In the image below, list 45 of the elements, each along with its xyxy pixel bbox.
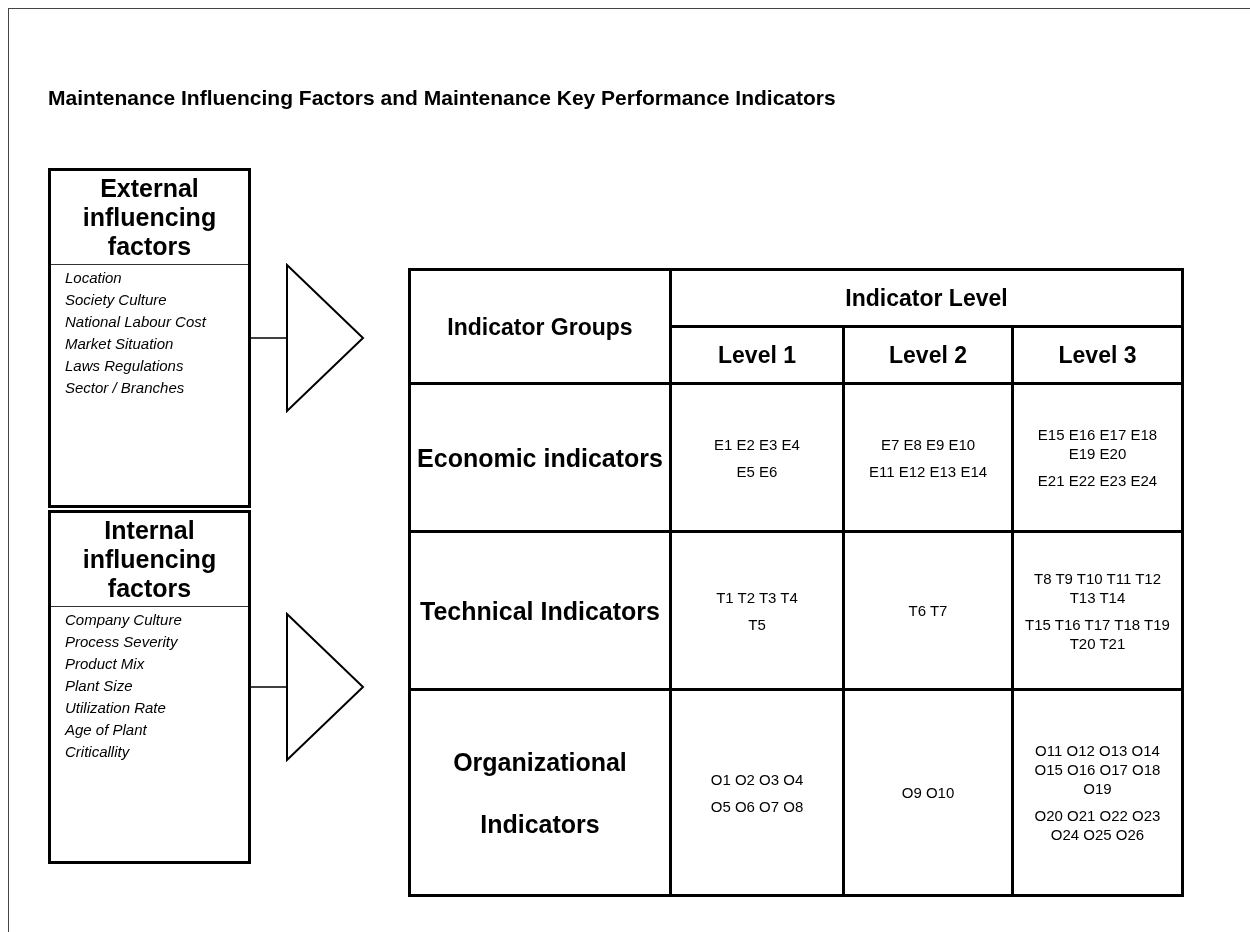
indicator-codes: T8 T9 T10 T11 T12 T13 T14 [1033, 568, 1162, 607]
factor-item: Location [65, 268, 123, 288]
factor-item: Market Situation [65, 334, 175, 354]
factor-item: Sector / Branches [65, 378, 186, 398]
column-header: Indicator Level [844, 284, 1009, 312]
indicator-codes: E1 E2 E3 E4 [713, 434, 801, 454]
indicator-codes: T6 T7 [907, 601, 949, 620]
indicator-table [408, 268, 1184, 897]
arrow [250, 613, 364, 761]
indicator-codes: O5 O6 O7 O8 [709, 796, 805, 816]
row-heading: Technical Indicators [419, 595, 661, 627]
factor-item: Product Mix [65, 654, 146, 674]
indicator-codes: E21 E22 E23 E24 [1037, 471, 1158, 490]
arrow [250, 264, 364, 412]
column-header: Level 3 [1057, 341, 1138, 369]
factor-item: Society Culture [65, 290, 168, 310]
indicator-codes: E7 E8 E9 E10 [879, 434, 977, 454]
factor-box [48, 168, 251, 508]
indicator-codes: T15 T16 T17 T18 T19 T20 T21 [1024, 614, 1171, 653]
factor-item: Process Severity [65, 632, 179, 652]
indicator-codes: E11 E12 E13 E14 [867, 461, 989, 481]
factor-item: Utilization Rate [65, 698, 167, 718]
box-heading: Internal influencing factors [51, 513, 248, 607]
indicator-codes: O9 O10 [900, 783, 956, 802]
indicator-codes: O11 O12 O13 O14 O15 O16 O17 O18 O19 [1033, 741, 1162, 798]
indicator-codes: E5 E6 [735, 461, 779, 481]
factor-item: Plant Size [65, 676, 134, 696]
column-header: Indicator Groups [446, 312, 634, 342]
indicator-codes: T1 T2 T3 T4 [715, 587, 799, 607]
factor-item: Criticallity [65, 742, 131, 762]
column-header: Level 1 [717, 341, 797, 369]
factor-box [48, 510, 251, 864]
row-heading: Organizational Indicators [452, 746, 628, 840]
indicator-codes: T5 [747, 614, 767, 634]
factor-item: Company Culture [65, 610, 183, 630]
box-heading: External influencing factors [51, 171, 248, 265]
diagram-title: Maintenance Influencing Factors and Maintenance Key Performance Indicators [48, 86, 836, 110]
factor-item: Laws Regulations [65, 356, 185, 376]
indicator-codes: O1 O2 O3 O4 [709, 769, 805, 789]
indicator-codes: O20 O21 O22 O23 O24 O25 O26 [1033, 806, 1162, 844]
row-heading: Economic indicators [416, 442, 664, 474]
column-header: Level 2 [888, 341, 968, 369]
indicator-codes: E15 E16 E17 E18 E19 E20 [1037, 425, 1158, 463]
factor-item: National Labour Cost [65, 312, 208, 332]
factor-item: Age of Plant [65, 720, 148, 740]
